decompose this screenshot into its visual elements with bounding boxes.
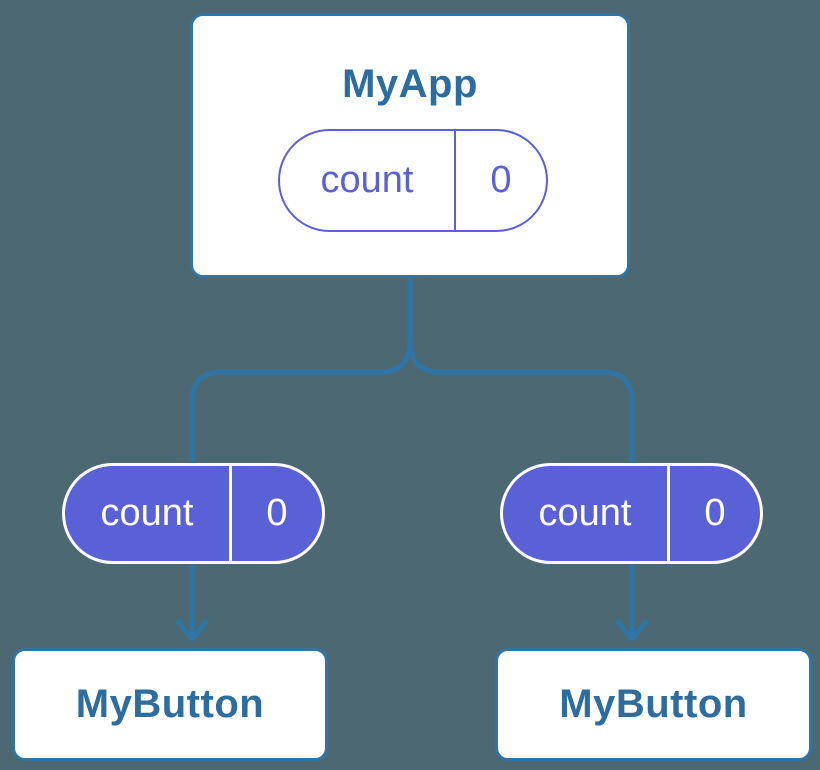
state-key-label: count bbox=[320, 159, 414, 201]
node-mybutton-left: MyButton bbox=[12, 648, 328, 761]
state-value-label: 0 bbox=[266, 492, 288, 534]
node-myapp: MyApp count 0 bbox=[190, 13, 630, 278]
pill-divider bbox=[229, 466, 232, 561]
node-mybutton-right: MyButton bbox=[495, 648, 812, 761]
state-key-label: count bbox=[100, 492, 194, 534]
myapp-state-pill: count 0 bbox=[278, 129, 548, 232]
state-key-label: count bbox=[538, 492, 632, 534]
left-branch-line bbox=[189, 339, 413, 637]
right-prop-pill: count 0 bbox=[500, 463, 763, 564]
state-value-label: 0 bbox=[704, 492, 726, 534]
right-branch-line bbox=[407, 339, 635, 637]
node-mybutton-left-title: MyButton bbox=[75, 682, 265, 726]
right-arrowhead-icon bbox=[615, 619, 649, 642]
pill-divider bbox=[454, 131, 456, 230]
node-myapp-title: MyApp bbox=[342, 62, 478, 106]
state-value-label: 0 bbox=[490, 159, 512, 201]
left-prop-pill: count 0 bbox=[62, 463, 325, 564]
pill-divider bbox=[667, 466, 670, 561]
node-mybutton-right-title: MyButton bbox=[559, 682, 748, 726]
left-arrowhead-icon bbox=[175, 619, 209, 642]
